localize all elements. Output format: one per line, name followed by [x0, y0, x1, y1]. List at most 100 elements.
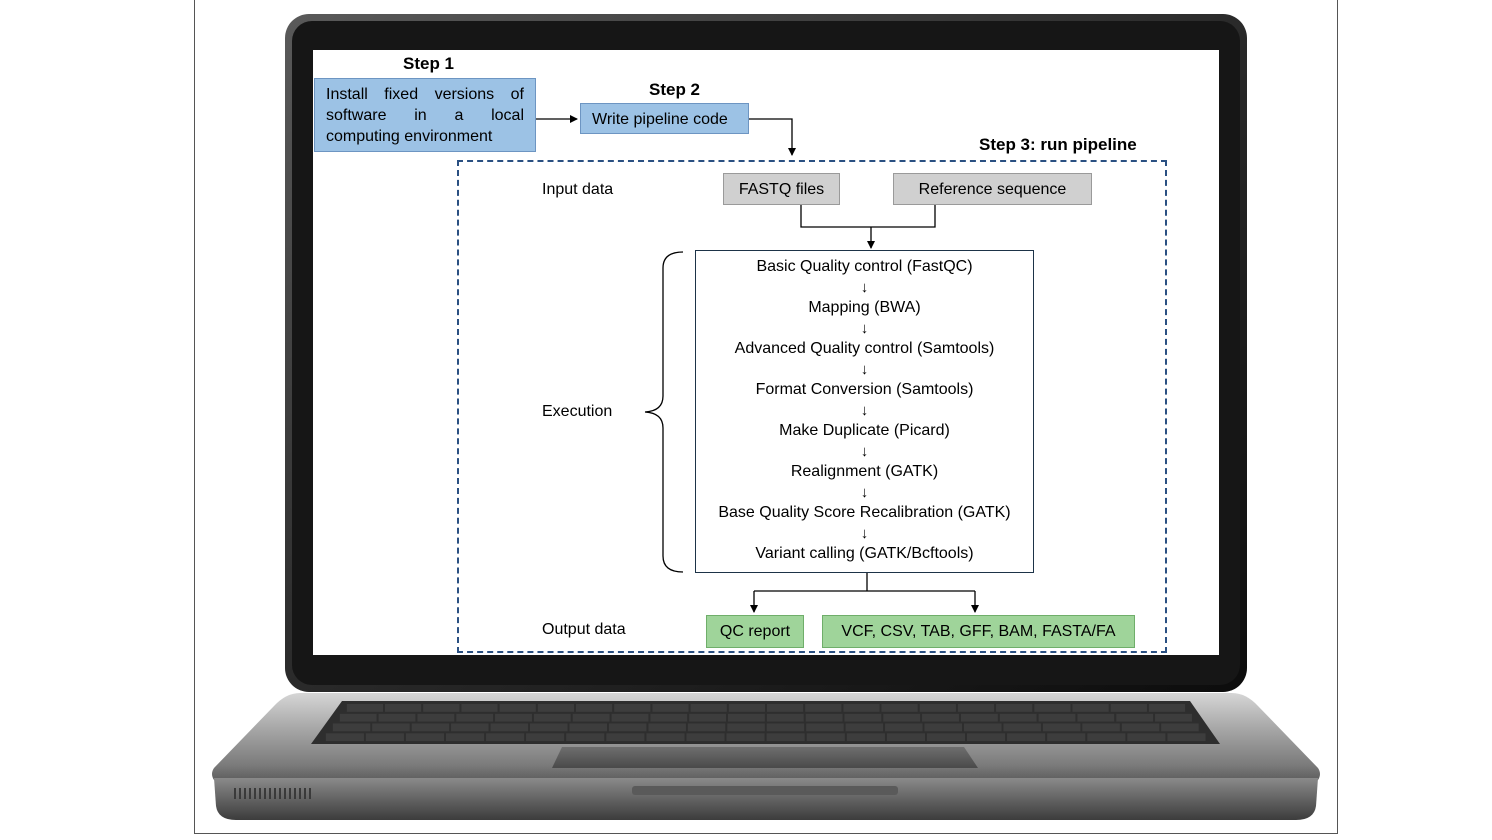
keyboard-key: [766, 723, 805, 732]
keyboard-key: [1127, 733, 1166, 742]
keyboard-key: [1116, 713, 1154, 722]
keyboard-key: [569, 723, 607, 732]
keyboard-key: [690, 704, 727, 712]
down-arrow-icon: ↓: [860, 524, 869, 542]
exec-step: Base Quality Score Recalibration (GATK): [718, 504, 1011, 521]
execution-box: Basic Quality control (FastQC) ↓ Mapping…: [695, 250, 1034, 573]
keyboard-key: [957, 704, 995, 712]
keyboard-key: [766, 733, 805, 742]
grille-slot: [269, 788, 271, 799]
down-arrow-icon: ↓: [860, 278, 869, 296]
keyboard-key: [495, 713, 532, 722]
exec-step: Mapping (BWA): [808, 299, 921, 316]
keyboard-key: [806, 723, 844, 732]
keyboard-key: [806, 733, 845, 742]
keyboard-key: [766, 713, 804, 722]
keyboard-key: [961, 713, 998, 722]
keyboard-key: [499, 704, 536, 712]
keyboard-key: [650, 713, 688, 722]
keyboard-key: [845, 723, 884, 732]
down-arrow-icon: ↓: [860, 483, 869, 501]
keyboard-key: [924, 723, 962, 732]
keyboard-key: [919, 704, 956, 712]
keyboard-key: [1121, 723, 1160, 732]
step2-title: Step 2: [649, 80, 701, 99]
keyboard-key: [365, 733, 404, 742]
keyboard-key: [576, 704, 613, 712]
down-arrow-icon: ↓: [860, 401, 869, 419]
trackpad: [552, 747, 978, 768]
keyboard-key: [1047, 733, 1086, 742]
keyboard-key: [726, 733, 765, 742]
keyboard-key: [728, 704, 765, 712]
grille-slot: [294, 788, 296, 799]
keyboard-key: [385, 704, 422, 712]
keyboard-key: [926, 733, 965, 742]
keyboard-key: [1087, 733, 1126, 742]
keyboard-key: [964, 723, 1002, 732]
keyboard-key: [405, 733, 444, 742]
keyboard-key: [885, 723, 923, 732]
keyboard-key: [883, 713, 921, 722]
keyboard-key: [611, 713, 649, 722]
down-arrow-icon: ↓: [860, 442, 869, 460]
keyboard-key: [423, 704, 460, 712]
keyboard-key: [1038, 713, 1076, 722]
arrow-step2-to-step3: [749, 118, 796, 156]
keyboard-key: [372, 723, 410, 732]
keyboard-key: [530, 723, 568, 732]
keyboard-key: [526, 733, 565, 742]
grille-slot: [289, 788, 291, 799]
step3-title: Step 3: run pipeline: [979, 135, 1137, 154]
step1-box: Install fixed versions of software in a …: [314, 78, 536, 152]
keyboard-key: [844, 713, 882, 722]
connector-fastq: [800, 205, 936, 228]
keyboard-key: [727, 723, 765, 732]
keyboard-key: [805, 704, 842, 712]
keyboard-key: [652, 704, 689, 712]
keyboard-key: [1148, 704, 1186, 712]
grille-slot: [244, 788, 246, 799]
keyboard-key: [378, 713, 416, 722]
keyboard-key: [332, 723, 371, 732]
keyboard-key: [417, 713, 455, 722]
keyboard-key: [339, 713, 377, 722]
keyboard-key: [486, 733, 525, 742]
grille-slot: [249, 788, 251, 799]
grille-slot: [284, 788, 286, 799]
exec-step: Make Duplicate (Picard): [779, 422, 950, 439]
grille-slot: [264, 788, 266, 799]
keyboard-key: [999, 713, 1037, 722]
keyboard-key: [533, 713, 571, 722]
keyboard-key: [461, 704, 498, 712]
keyboard-key: [648, 723, 686, 732]
connector-lines: [536, 115, 979, 613]
exec-step: Realignment (GATK): [790, 463, 939, 480]
keyboard-key: [446, 733, 485, 742]
keyboard-key: [1042, 723, 1081, 732]
grille-slot: [254, 788, 256, 799]
exec-step: Format Conversion (Samtools): [755, 381, 974, 398]
grille-slot: [299, 788, 301, 799]
keyboard-key: [1072, 704, 1109, 712]
keyboard-key: [451, 723, 489, 732]
grille-slot: [274, 788, 276, 799]
step3-frame: [457, 160, 1167, 653]
keyboard-key: [886, 733, 925, 742]
grille-slot: [304, 788, 306, 799]
keyboard-key: [411, 723, 450, 732]
step1-title: Step 1: [403, 54, 455, 73]
keyboard-key: [1155, 713, 1192, 722]
keyboard-key: [606, 733, 645, 742]
speaker-grille: [234, 788, 311, 799]
grille-slot: [279, 788, 281, 799]
keyboard-key: [767, 704, 804, 712]
keyboard-key: [490, 723, 529, 732]
keyboard-key: [614, 704, 651, 712]
keyboard-key: [996, 704, 1033, 712]
keyboard-key: [1007, 733, 1046, 742]
keyboard-key: [687, 723, 726, 732]
input-box-reference: Reference sequence: [893, 173, 1092, 205]
down-arrow-icon: ↓: [860, 319, 869, 337]
keyboard-key: [537, 704, 574, 712]
